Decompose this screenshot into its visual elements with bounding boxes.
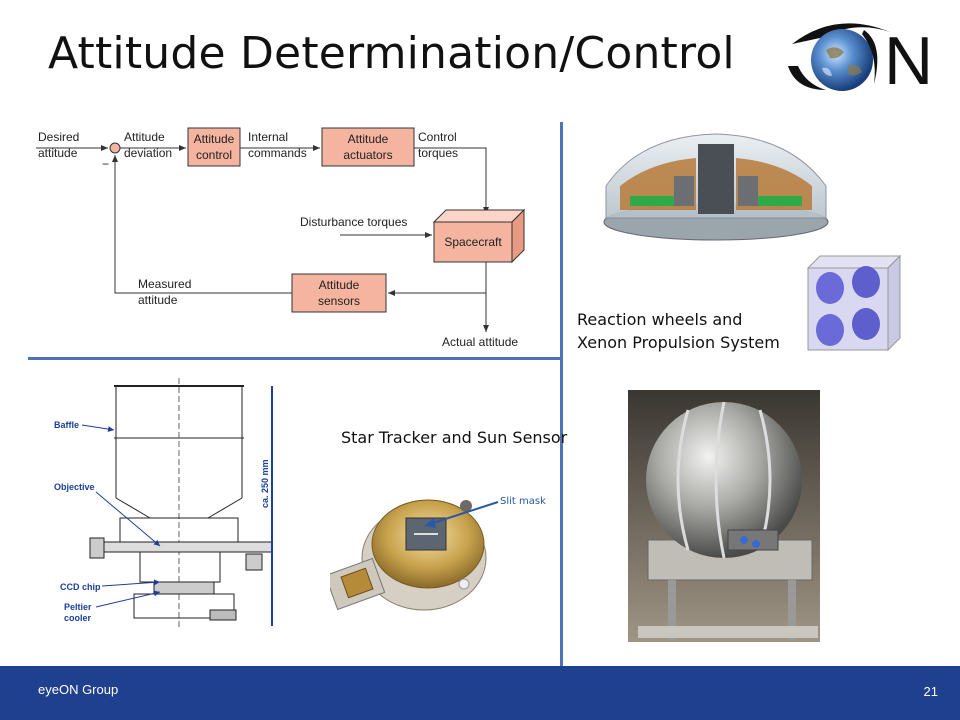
label-internal-2: commands (248, 146, 307, 160)
minus-sign: − (102, 157, 109, 171)
eye-brow-icon (792, 23, 890, 44)
label-disturbance: Disturbance torques (300, 215, 407, 229)
caption-reaction-line1: Reaction wheels and (577, 310, 743, 329)
reaction-wheel-image (603, 133, 829, 241)
xenon-tank-photo (628, 390, 820, 642)
box-attitude-actuators (321, 127, 415, 167)
box-sensors-2: sensors (318, 294, 360, 308)
label-ctorques-1: Control (418, 130, 457, 144)
label-peltier-2: cooler (64, 613, 92, 623)
summing-junction (109, 142, 121, 154)
propulsion-tank-diagram (806, 254, 902, 352)
horizontal-divider (28, 357, 560, 360)
sun-sensor-photo (330, 499, 487, 611)
box-attitude-sensors (291, 273, 387, 313)
logo-letter-n: N (884, 23, 933, 94)
label-ccd: CCD chip (60, 582, 101, 592)
footer-group-name: eyeON Group (38, 682, 119, 697)
caption-reaction-line2: Xenon Propulsion System (577, 333, 780, 352)
attitude-control-diagram: Desired attitude Attitude deviation Inte… (36, 127, 526, 349)
label-deviation-2: deviation (124, 146, 172, 160)
caption-star-tracker: Star Tracker and Sun Sensor (341, 428, 568, 447)
label-slit-mask: Slit mask (500, 496, 546, 507)
label-desired-1: Desired (38, 130, 79, 144)
label-internal-1: Internal (248, 130, 288, 144)
earth-globe-icon (811, 29, 873, 91)
label-deviation-1: Attitude (124, 130, 165, 144)
page-number: 21 (923, 684, 938, 699)
eyeon-logo: N (788, 23, 933, 94)
label-objective: Objective (54, 482, 95, 492)
box-attitude-control (187, 127, 241, 167)
vertical-divider (560, 122, 563, 667)
label-desired-2: attitude (38, 146, 78, 160)
dimension-label: ca. 250 mm (260, 459, 270, 508)
box-spacecraft (432, 208, 526, 264)
caption-reaction-wheels: Reaction wheels and Xenon Propulsion Sys… (577, 308, 780, 354)
box-actuators-1: Attitude (348, 132, 389, 146)
box-sensors-1: Attitude (319, 278, 360, 292)
box-control-2: control (196, 148, 232, 162)
slide-footer: eyeON Group 21 (0, 666, 960, 720)
label-measured-2: attitude (138, 293, 178, 307)
box-spacecraft-label: Spacecraft (444, 235, 502, 249)
box-control-1: Attitude (194, 132, 235, 146)
eye-lid-icon (788, 66, 826, 90)
label-baffle: Baffle (54, 420, 79, 430)
label-ctorques-2: torques (418, 146, 458, 160)
star-tracker-drawing: ca. 250 mm Baffle Objective CCD chip Pel… (54, 378, 273, 628)
label-measured-1: Measured (138, 277, 191, 291)
label-peltier-1: Peltier (64, 602, 92, 612)
label-actual: Actual attitude (442, 335, 518, 349)
box-actuators-2: actuators (343, 148, 392, 162)
slide-title: Attitude Determination/Control (48, 28, 735, 79)
slit-mask-arrow (424, 501, 499, 528)
